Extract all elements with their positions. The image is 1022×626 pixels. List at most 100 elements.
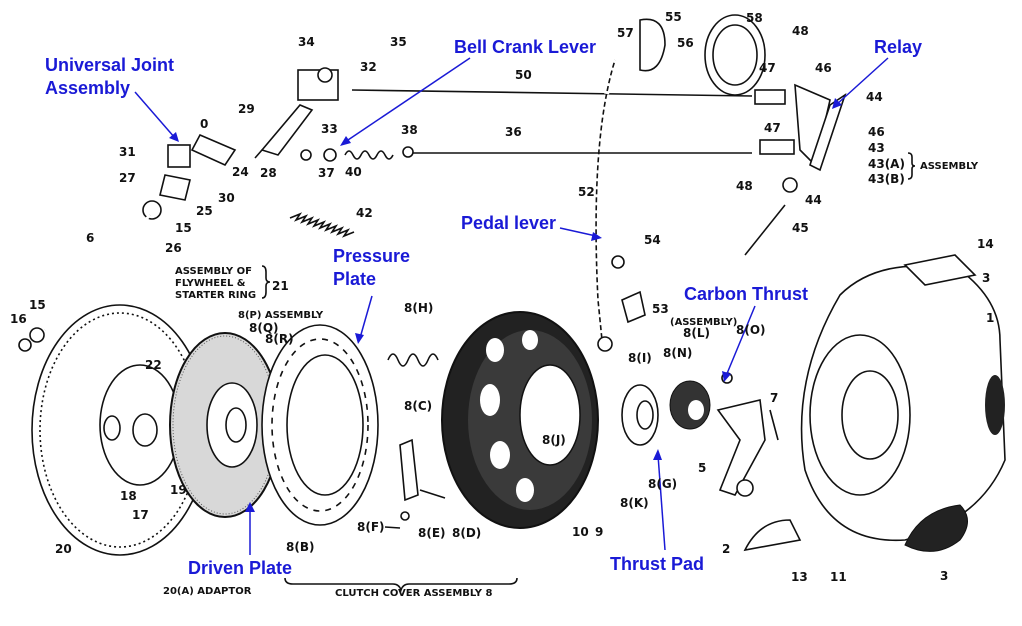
part-number-3b: 3 xyxy=(940,569,948,583)
part-number-15a: 15 xyxy=(29,298,46,312)
part-number-8b: 8(B) xyxy=(286,540,314,554)
part-number-32: 32 xyxy=(360,60,377,74)
part-number-53: 53 xyxy=(652,302,669,316)
part-number-40: 40 xyxy=(345,165,362,179)
part-number-48b: 48 xyxy=(736,179,753,193)
part-number-43b: 43(B) xyxy=(868,172,905,186)
release-bearing-drawing xyxy=(621,372,779,497)
adaptor-label: 20(A) ADAPTOR xyxy=(163,586,252,597)
part-number-45: 45 xyxy=(792,221,809,235)
part-number-50: 50 xyxy=(515,68,532,82)
part-number-43a: 43(A) xyxy=(868,157,905,171)
part-number-6: 6 xyxy=(86,231,94,245)
part-number-8d: 8(D) xyxy=(452,526,481,540)
part-number-44b: 44 xyxy=(805,193,822,207)
part-number-8i: 8(I) xyxy=(628,351,652,365)
part-number-18: 18 xyxy=(120,489,137,503)
callout-carbon-thrust-text: Carbon Thrust xyxy=(684,284,808,304)
part-number-8n: 8(N) xyxy=(663,346,692,360)
relay-assembly-label: ASSEMBLY xyxy=(920,161,979,172)
l-assembly-label: (ASSEMBLY) xyxy=(670,317,737,328)
callout-pressure-plate-line2: Plate xyxy=(333,269,376,289)
part-number-10: 10 xyxy=(572,525,589,539)
callout-pedal-lever: Pedal lever xyxy=(461,213,602,241)
part-number-56: 56 xyxy=(677,36,694,50)
callout-universal-joint-line1: Universal Joint xyxy=(45,55,174,75)
part-number-15b: 15 xyxy=(175,221,192,235)
callout-driven-plate-text: Driven Plate xyxy=(188,558,292,578)
flywheel-drawing xyxy=(31,304,209,556)
part-number-27: 27 xyxy=(119,171,136,185)
part-number-48a: 48 xyxy=(792,24,809,38)
part-number-29: 29 xyxy=(238,102,255,116)
part-number-13: 13 xyxy=(791,570,808,584)
part-number-28: 28 xyxy=(260,166,277,180)
part-number-8k: 8(K) xyxy=(620,496,649,510)
callout-pressure-plate-line1: Pressure xyxy=(333,246,410,266)
part-number-1: 1 xyxy=(986,311,994,325)
linkage-drawing xyxy=(18,14,847,352)
part-number-22: 22 xyxy=(145,358,162,372)
part-number-38: 38 xyxy=(401,123,418,137)
part-number-46a: 46 xyxy=(815,61,832,75)
clutch-cover-assembly-label: CLUTCH COVER ASSEMBLY 8 xyxy=(335,588,492,599)
callout-relay-text: Relay xyxy=(874,37,922,57)
flywheel-assembly-line1: ASSEMBLY OF xyxy=(175,266,252,277)
part-number-34: 34 xyxy=(298,35,315,49)
callout-universal-joint-line2: Assembly xyxy=(45,78,130,98)
part-number-11: 11 xyxy=(830,570,847,584)
part-number-30: 30 xyxy=(218,191,235,205)
part-number-5: 5 xyxy=(698,461,706,475)
callout-driven-plate: Driven Plate xyxy=(188,502,292,578)
part-number-52: 52 xyxy=(578,185,595,199)
callout-thrust-pad: Thrust Pad xyxy=(610,449,704,574)
callout-universal-joint: Universal Joint Assembly xyxy=(45,55,179,142)
pressure-plate-drawing xyxy=(261,324,379,526)
bell-housing-drawing xyxy=(743,254,1006,552)
part-number-46b: 46 xyxy=(868,125,885,139)
clutch-cover-drawing xyxy=(441,311,599,529)
flywheel-assembly-number: 21 xyxy=(272,279,289,293)
part-number-8r: 8(R) xyxy=(265,332,294,346)
part-number-47b: 47 xyxy=(764,121,781,135)
printed-annotations: ASSEMBLY OF FLYWHEEL & STARTER RING 21 8… xyxy=(163,152,979,599)
part-number-31: 31 xyxy=(119,145,136,159)
callout-relay: Relay xyxy=(832,37,922,109)
part-number-8f: 8(F) xyxy=(357,520,385,534)
part-number-8h: 8(H) xyxy=(404,301,433,315)
part-number-8l: 8(L) xyxy=(683,326,710,340)
part-number-8e: 8(E) xyxy=(418,526,446,540)
part-number-36: 36 xyxy=(505,125,522,139)
part-number-8c: 8(C) xyxy=(404,399,432,413)
part-number-20: 20 xyxy=(55,542,72,556)
part-number-16: 16 xyxy=(10,312,27,326)
callout-carbon-thrust: Carbon Thrust xyxy=(684,284,808,382)
callout-pedal-lever-text: Pedal lever xyxy=(461,213,556,233)
callout-bell-crank: Bell Crank Lever xyxy=(340,37,596,146)
p-assembly-label: 8(P) ASSEMBLY xyxy=(238,310,324,321)
part-number-3a: 3 xyxy=(982,271,990,285)
part-number-47a: 47 xyxy=(759,61,776,75)
part-number-44a: 44 xyxy=(866,90,883,104)
part-number-54: 54 xyxy=(644,233,661,247)
part-number-43: 43 xyxy=(868,141,885,155)
part-number-0: 0 xyxy=(200,117,208,131)
part-number-33: 33 xyxy=(321,122,338,136)
part-number-2: 2 xyxy=(722,542,730,556)
part-number-42: 42 xyxy=(356,206,373,220)
part-number-26: 26 xyxy=(165,241,182,255)
part-number-37: 37 xyxy=(318,166,335,180)
part-number-14: 14 xyxy=(977,237,994,251)
part-number-24: 24 xyxy=(232,165,249,179)
part-number-57: 57 xyxy=(617,26,634,40)
part-number-19: 19 xyxy=(170,483,187,497)
part-number-55: 55 xyxy=(665,10,682,24)
part-number-7: 7 xyxy=(770,391,778,405)
callout-bell-crank-text: Bell Crank Lever xyxy=(454,37,596,57)
callout-pressure-plate: Pressure Plate xyxy=(333,246,410,344)
callout-thrust-pad-text: Thrust Pad xyxy=(610,554,704,574)
flywheel-assembly-line2: FLYWHEEL & xyxy=(175,278,246,289)
part-number-35: 35 xyxy=(390,35,407,49)
